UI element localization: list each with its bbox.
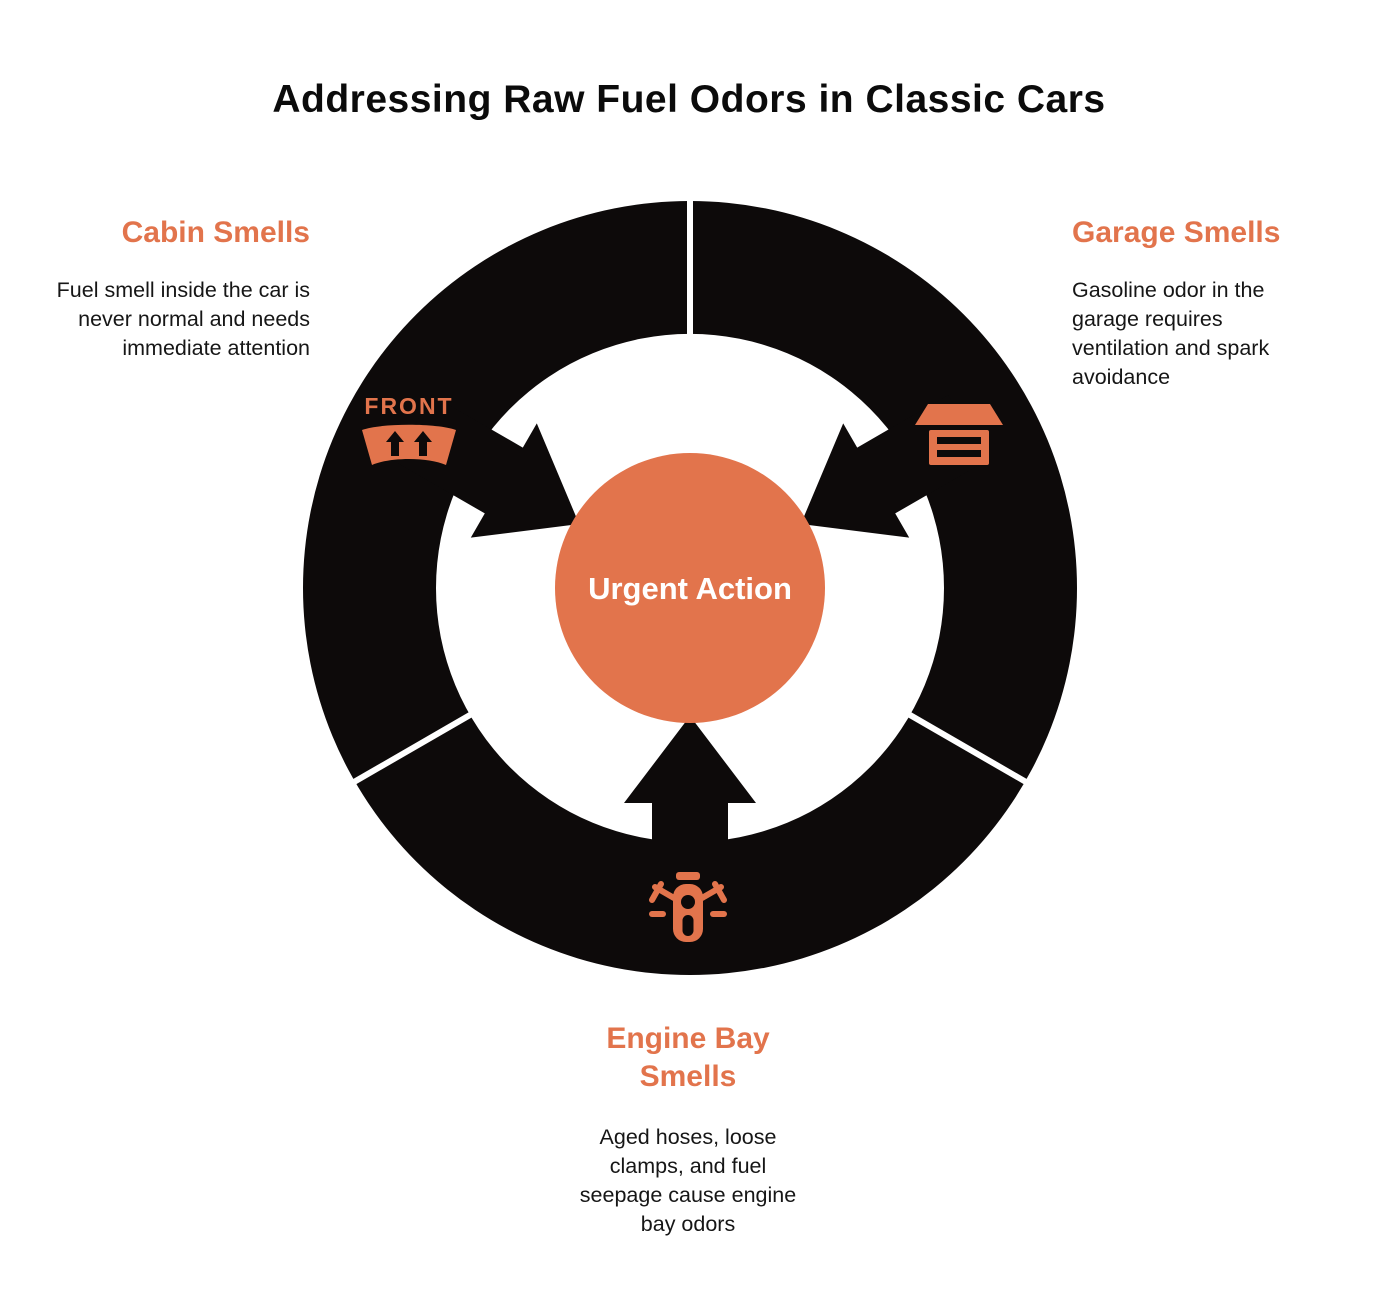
engine-port	[681, 895, 695, 909]
ring-band	[303, 201, 1077, 975]
garage-smells-description: Gasoline odor in the garage requires ven…	[1072, 278, 1270, 390]
up-arrow-right	[414, 431, 432, 456]
engine-cap	[676, 872, 700, 880]
car-front-icon: FRONT	[362, 393, 456, 465]
engine-pipes	[649, 881, 727, 917]
windshield-shape	[362, 424, 456, 465]
garage-door-slot-1	[937, 437, 981, 444]
center-label: Urgent Action	[588, 571, 792, 606]
cabin-smells-description: Fuel smell inside the car is never norma…	[56, 278, 310, 361]
engine-bay-smells-description: Aged hoses, loose clamps, and fuel seepa…	[579, 1124, 797, 1236]
center-circle	[555, 453, 825, 723]
garage-smells-heading: Garage Smells	[1072, 216, 1281, 249]
garage-icon	[915, 404, 1003, 465]
page-title: Addressing Raw Fuel Odors in Classic Car…	[272, 78, 1106, 121]
section-garage-smells: Garage Smells Gasoline odor in the garag…	[1072, 214, 1322, 392]
section-cabin-smells: Cabin Smells Fuel smell inside the car i…	[56, 214, 310, 363]
garage-roof	[915, 404, 1003, 425]
engine-bay-smells-heading: Engine Bay Smells	[606, 1022, 770, 1094]
section-engine-bay-smells: Engine Bay Smells Aged hoses, loose clam…	[518, 1020, 858, 1239]
ring-gap-bottom-left	[347, 709, 477, 788]
engine-icon	[649, 872, 727, 942]
engine-body	[673, 884, 703, 942]
garage-door-slot-2	[937, 450, 981, 457]
garage-door	[929, 430, 989, 465]
ring	[303, 194, 1077, 975]
arrow-from-engine	[624, 716, 756, 908]
up-arrow-left	[386, 431, 404, 456]
car-front-icon-label: FRONT	[364, 393, 453, 419]
ring-gap-bottom-right	[903, 709, 1033, 788]
cabin-smells-heading: Cabin Smells	[121, 216, 310, 249]
engine-slot	[682, 915, 694, 936]
